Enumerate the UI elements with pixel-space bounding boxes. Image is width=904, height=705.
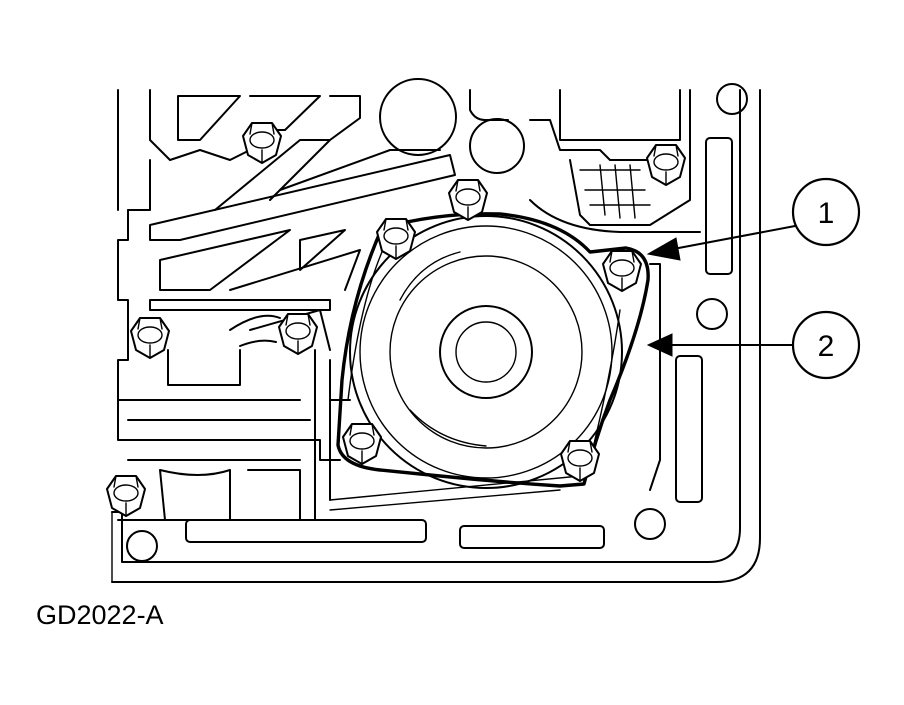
callout-number-1: 1: [818, 197, 835, 230]
gasket-outline: [329, 212, 650, 511]
bolt-icon: [602, 250, 642, 292]
callout-number-2: 2: [818, 330, 835, 363]
bolt-icon: [278, 313, 318, 355]
casting-webs: [117, 89, 456, 521]
bolt-icon: [130, 317, 170, 359]
callout-2: 2: [791, 310, 861, 380]
accumulator-cover: [349, 215, 623, 489]
callout-1: 1: [791, 177, 861, 247]
bolt-icon: [342, 423, 382, 465]
figure-id-label: GD2022-A: [36, 600, 164, 630]
callout-leader-1: [646, 225, 796, 261]
bolt-icon: [376, 218, 416, 260]
callout-leader-2: [646, 333, 794, 357]
upper-casting: [379, 78, 701, 233]
callout-circle: [791, 310, 861, 380]
bolt-icon: [106, 475, 146, 517]
bolt-icon: [560, 440, 600, 482]
bolt-icon: [646, 144, 686, 186]
housing-outline: [111, 89, 761, 583]
callout-circle: [791, 177, 861, 247]
housing-holes: [126, 83, 748, 562]
bolt-icon: [242, 122, 282, 164]
